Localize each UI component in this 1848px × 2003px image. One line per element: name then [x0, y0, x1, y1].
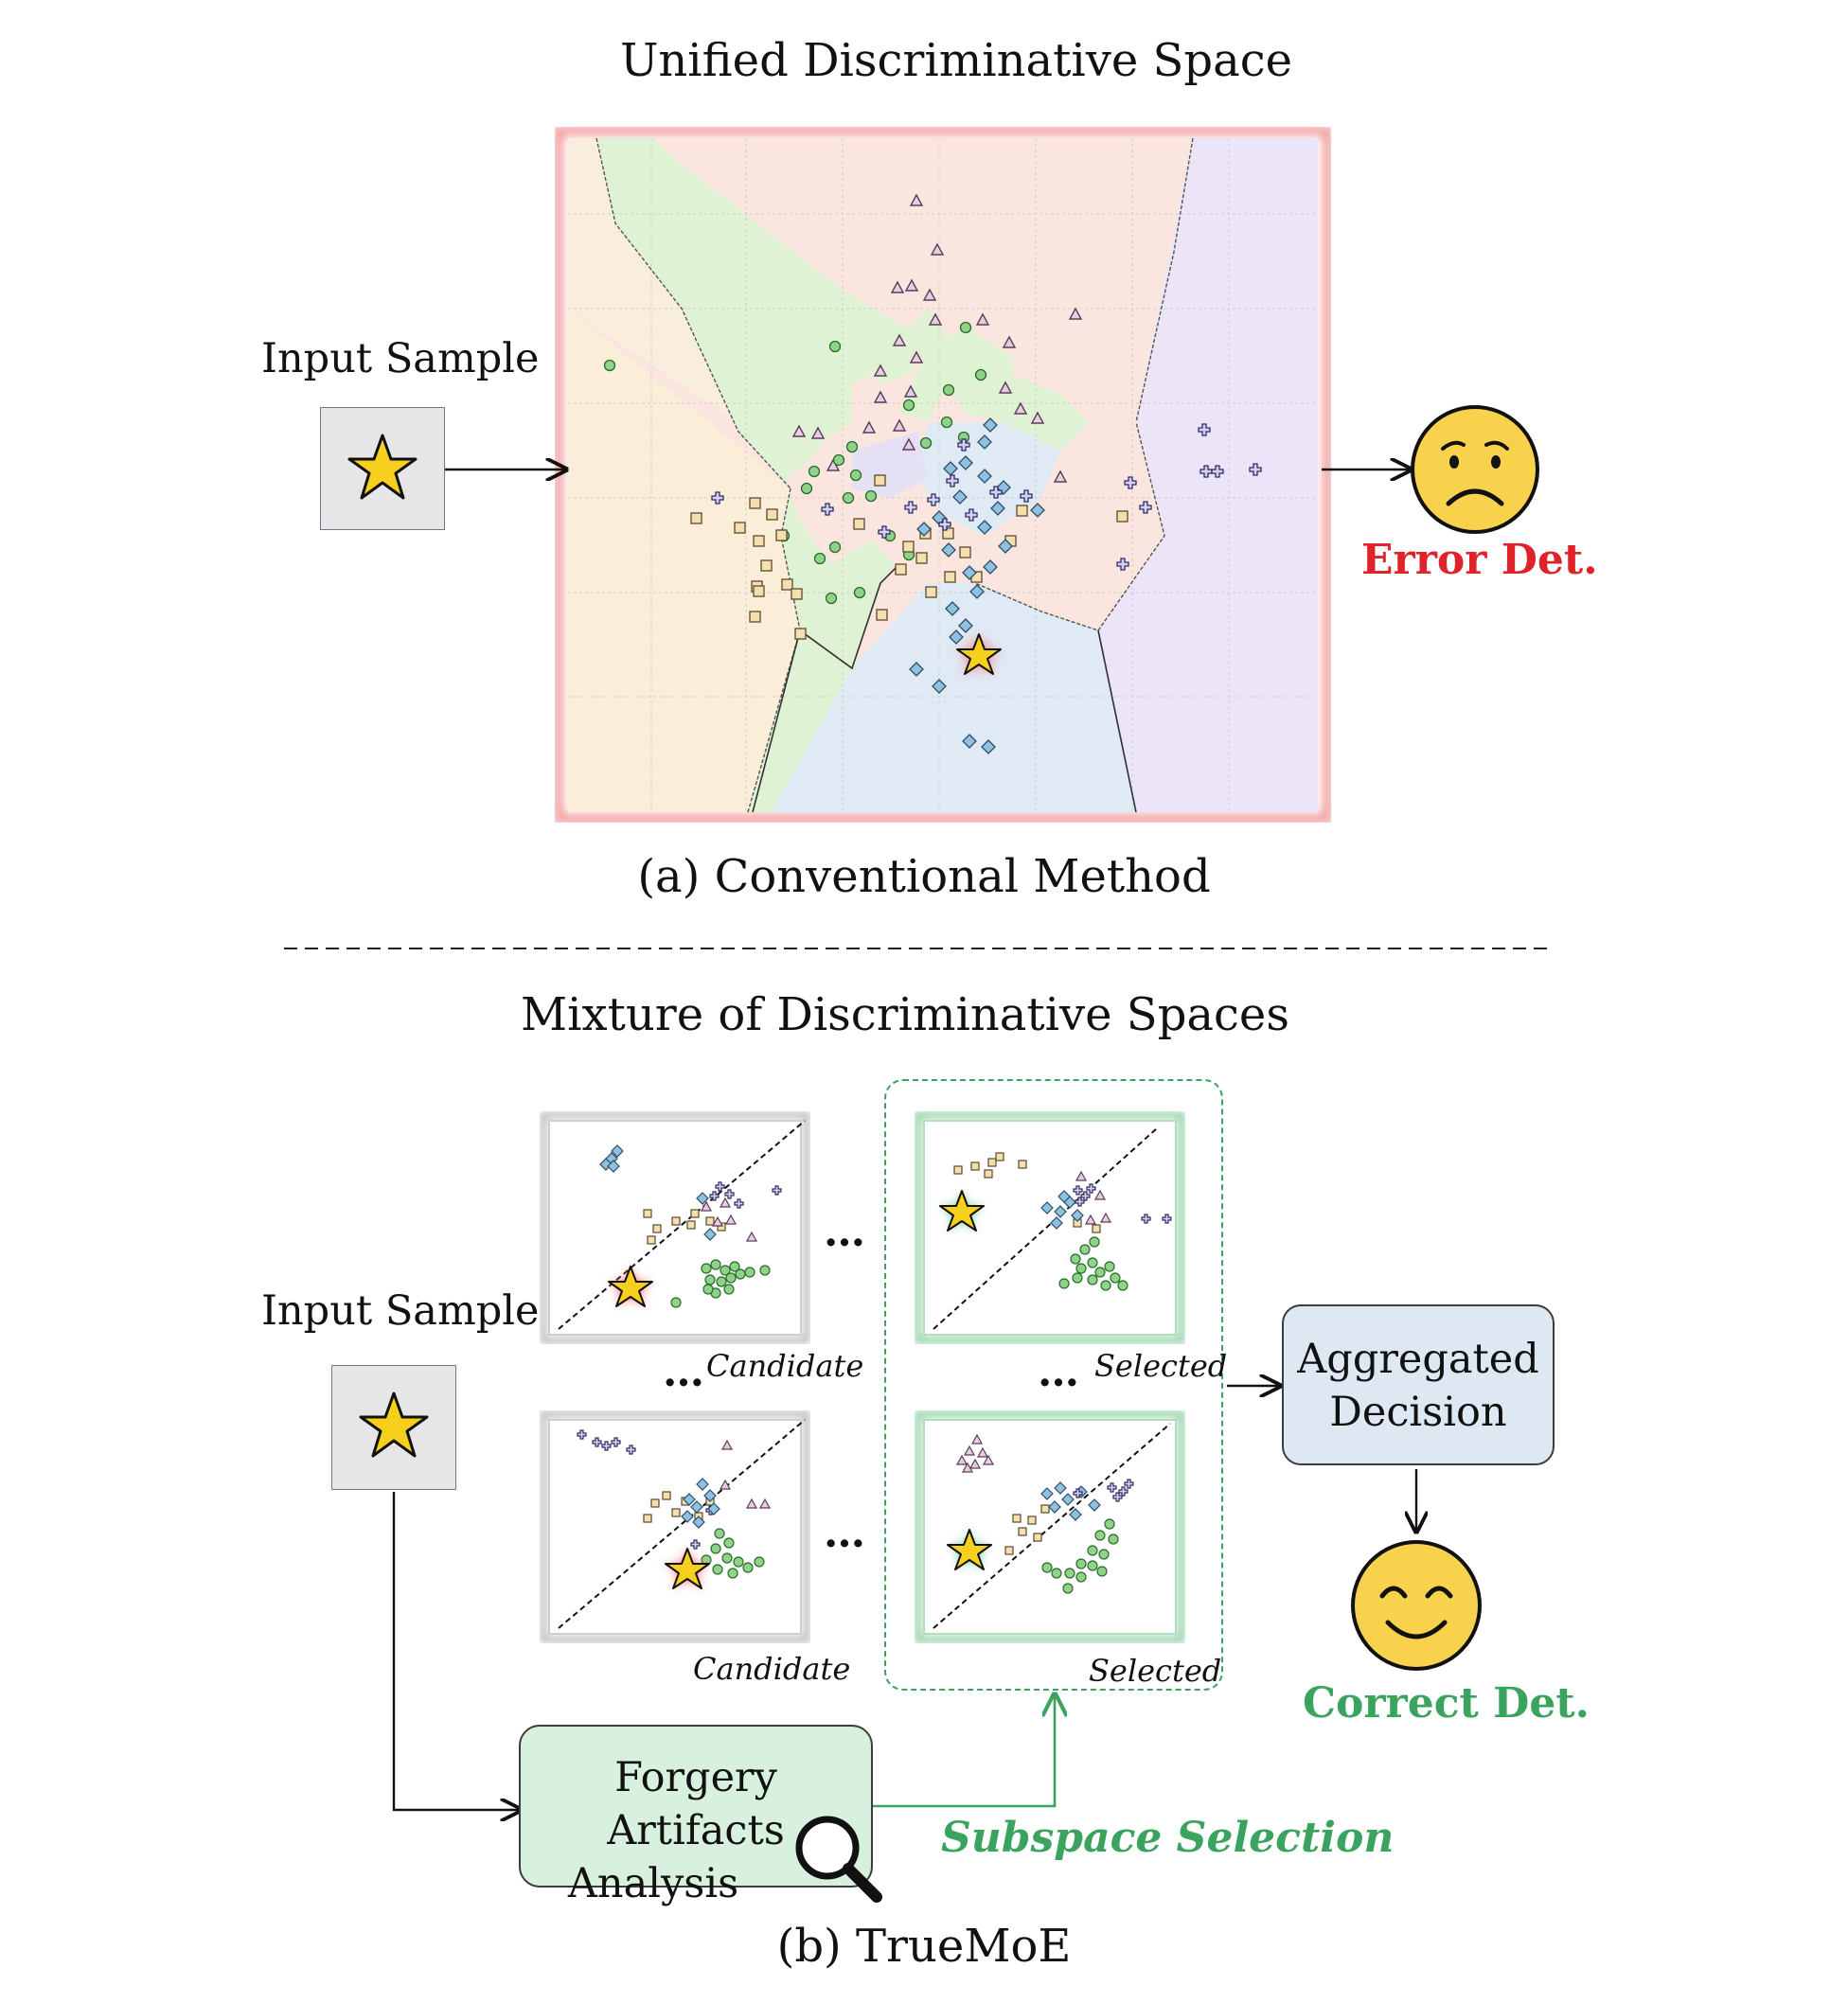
- ellipsis-3: …: [663, 1348, 707, 1396]
- unified-space-plot: [555, 127, 1331, 823]
- forgery-line-2: Analysis: [567, 1860, 739, 1907]
- ellipsis-4: …: [1038, 1348, 1082, 1396]
- part-a-caption: (a) Conventional Method: [637, 850, 1211, 903]
- correct-detection-label: Correct Det.: [1303, 1679, 1590, 1728]
- aggregated-decision-box: Aggregated Decision: [1282, 1304, 1555, 1465]
- part-b-title: Mixture of Discriminative Spaces: [521, 988, 1289, 1041]
- ellipsis-1: …: [824, 1208, 868, 1256]
- smile-face-icon: [1351, 1540, 1482, 1671]
- star-icon: [608, 1266, 653, 1307]
- part-a-input-label: Input Sample: [261, 335, 540, 382]
- star-icon: [359, 1391, 429, 1458]
- star-icon: [665, 1548, 710, 1589]
- error-detection-label: Error Det.: [1361, 536, 1598, 584]
- selected-label-2: Selected: [1089, 1653, 1222, 1689]
- forgery-line-1: Forgery Artifacts: [607, 1754, 785, 1854]
- star-icon: [347, 434, 418, 500]
- candidate-subspace-2: [540, 1410, 810, 1643]
- part-a-input-box: [320, 407, 445, 530]
- selected-group: [884, 1079, 1223, 1691]
- selected-label-1: Selected: [1094, 1348, 1228, 1384]
- part-b-input-label: Input Sample: [261, 1287, 540, 1335]
- candidate-label-1: Candidate: [706, 1348, 864, 1384]
- sad-face-icon: [1411, 405, 1539, 534]
- aggregated-line-2: Decision: [1329, 1389, 1507, 1436]
- subspace-selection-label: Subspace Selection: [941, 1814, 1395, 1862]
- part-a-title: Unified Discriminative Space: [619, 34, 1293, 87]
- ellipsis-2: …: [824, 1509, 868, 1557]
- magnifier-icon: [795, 1816, 882, 1903]
- part-b-input-box: [331, 1365, 456, 1490]
- candidate-label-2: Candidate: [693, 1651, 851, 1687]
- star-icon: [947, 1529, 992, 1570]
- selected-subspace-2: [915, 1410, 1185, 1643]
- candidate-subspace-1: [540, 1111, 810, 1344]
- star-icon: [939, 1190, 985, 1232]
- aggregated-line-1: Aggregated: [1297, 1336, 1539, 1383]
- selected-subspace-1: [915, 1111, 1185, 1344]
- part-b-caption: (b) TrueMoE: [776, 1920, 1072, 1973]
